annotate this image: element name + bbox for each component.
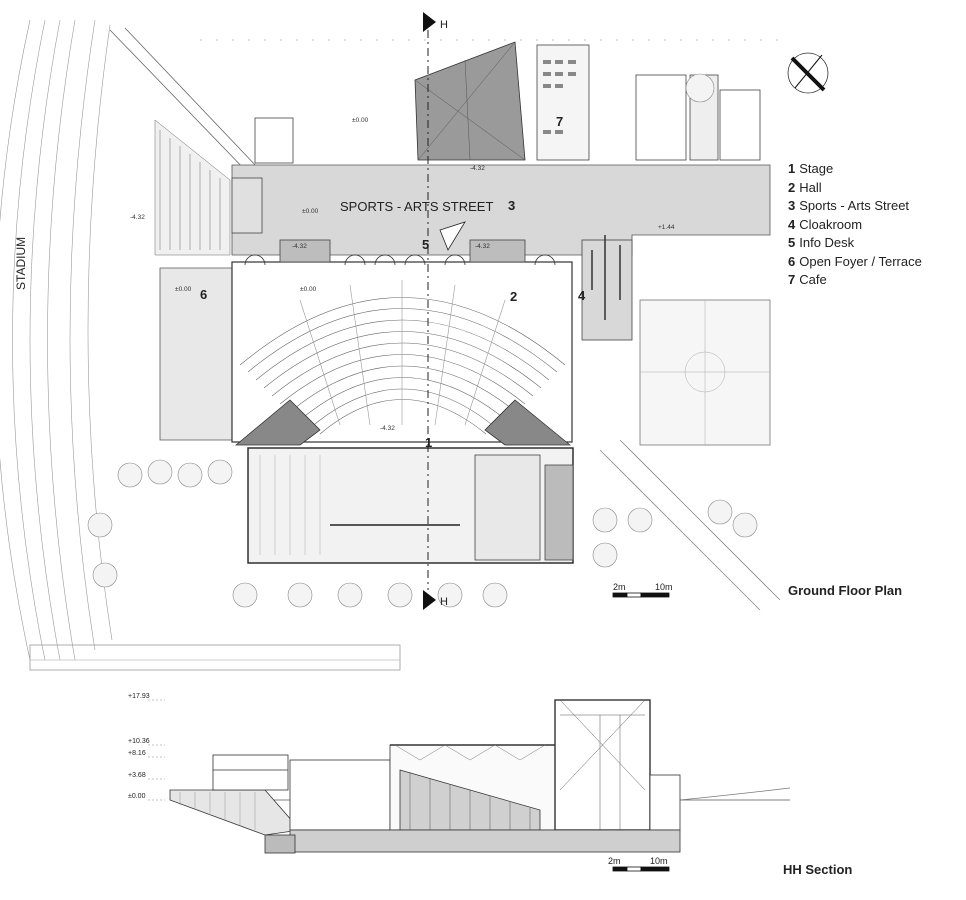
level-7: ±0.00 — [300, 286, 317, 293]
room-number-7: 7 — [556, 114, 563, 129]
plan-scale-large: 10m — [655, 582, 673, 592]
elevation-1: +17.93 — [128, 693, 150, 700]
cloakroom — [581, 239, 633, 341]
ground-floor-plan — [0, 12, 829, 671]
level-10: -4.32 — [380, 425, 395, 432]
level-1: ±0.00 — [352, 117, 369, 124]
level-6: ±0.00 — [175, 286, 192, 293]
level-8: +1.44 — [658, 224, 675, 231]
level-5: -4.32 — [475, 243, 490, 250]
elevation-5: ±0.00 — [128, 793, 146, 800]
section-marker-bottom-label: H — [440, 596, 448, 608]
section-scale-large: 10m — [650, 856, 668, 866]
section-scale-bar — [612, 866, 670, 872]
level-9: -4.32 — [130, 214, 145, 221]
info-desk — [439, 221, 466, 251]
room-number-4: 4 — [578, 288, 586, 303]
section-marker-top — [423, 12, 436, 32]
trees — [87, 73, 758, 608]
auditorium-seating — [239, 280, 566, 435]
room-number-1: 1 — [425, 435, 432, 450]
stadium-track — [0, 19, 113, 661]
elevation-3: +8.16 — [128, 750, 146, 757]
room-number-2: 2 — [510, 289, 517, 304]
room-number-6: 6 — [200, 287, 207, 302]
cafe-block — [536, 44, 590, 161]
elevation-4: +3.68 — [128, 772, 146, 779]
plan-scale-small: 2m — [613, 582, 626, 592]
level-3: ±0.00 — [302, 208, 319, 215]
level-4: -4.32 — [292, 243, 307, 250]
north-arrow-icon — [787, 52, 829, 94]
sports-arts-street-area — [231, 164, 771, 256]
level-2: -4.32 — [470, 165, 485, 172]
stage-house-block — [414, 41, 526, 161]
section-caption: HH Section — [783, 862, 853, 877]
section-scale-small: 2m — [608, 856, 621, 866]
stepped-seating-left — [154, 119, 231, 256]
elevation-2: +10.36 — [128, 738, 150, 745]
stadium-label: STADIUM — [14, 237, 28, 290]
section-marker-bottom — [423, 590, 436, 610]
section-fly-tower — [554, 699, 651, 831]
plan-scale-bar — [612, 592, 670, 598]
street-label: SPORTS - ARTS STREET — [340, 199, 493, 214]
plan-caption: Ground Floor Plan — [788, 583, 903, 598]
section-marker-top-label: H — [440, 19, 448, 31]
room-number-3: 3 — [508, 198, 515, 213]
room-number-5: 5 — [422, 237, 429, 252]
hh-section — [148, 699, 791, 872]
